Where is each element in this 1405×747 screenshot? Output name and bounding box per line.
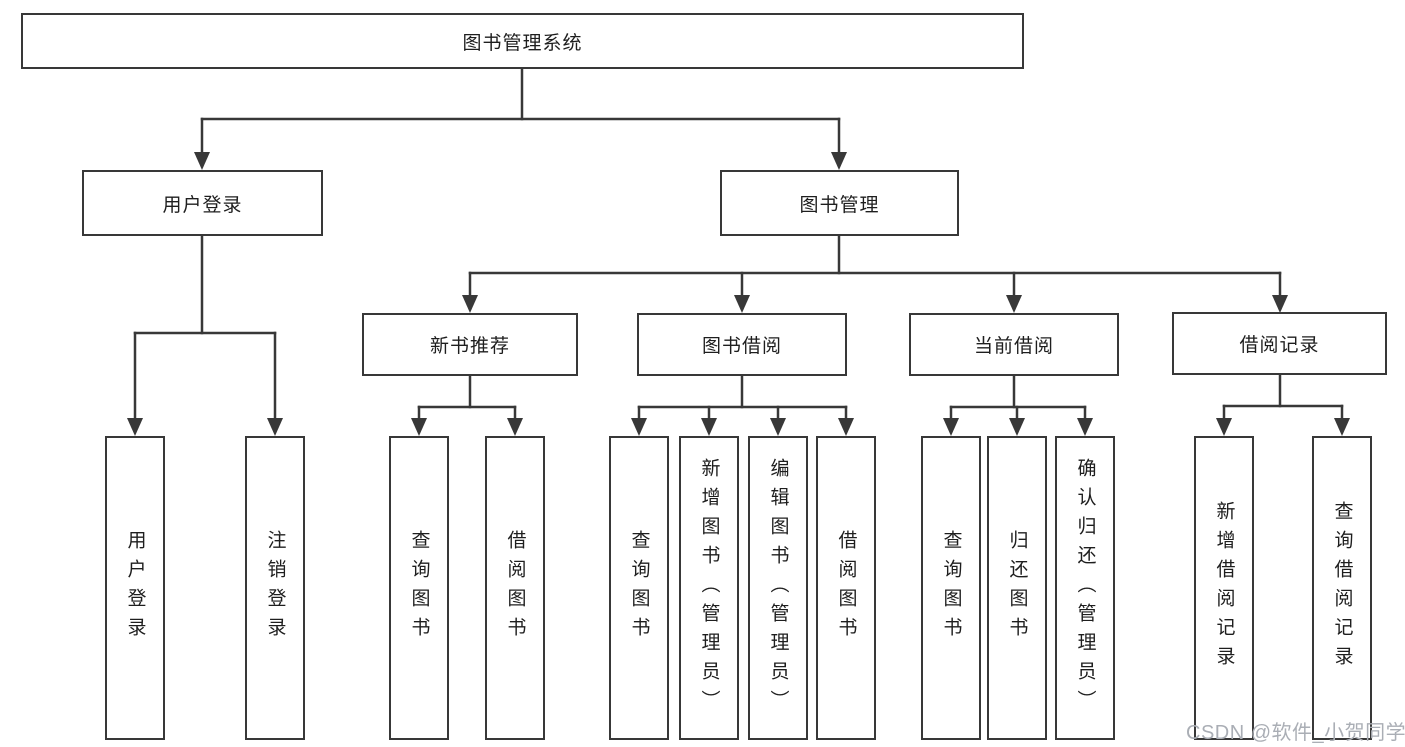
- node-label: 编辑图书（管理员）: [767, 457, 789, 719]
- node-label: 借阅图书: [504, 530, 526, 646]
- node-label: 确认归还（管理员）: [1074, 457, 1096, 719]
- connector-borrowing-records-children: [1216, 373, 1350, 436]
- node-current-borrowing: 当前借阅: [909, 313, 1119, 376]
- leaf-edit-books-admin: 编辑图书（管理员）: [748, 436, 808, 740]
- leaf-query-books-borrowing: 查询图书: [609, 436, 669, 740]
- node-user-login: 用户登录: [82, 170, 323, 236]
- node-label: 借阅图书: [835, 530, 857, 646]
- node-label: 查询图书: [408, 530, 430, 646]
- leaf-add-borrow-record: 新增借阅记录: [1194, 436, 1254, 740]
- node-label: 查询图书: [628, 530, 650, 646]
- node-label: 注销登录: [264, 530, 286, 646]
- node-label: 新增借阅记录: [1213, 501, 1235, 675]
- leaf-add-books-admin: 新增图书（管理员）: [679, 436, 739, 740]
- leaf-confirm-return-admin: 确认归还（管理员）: [1055, 436, 1115, 740]
- connector-book-borrowing-children: [631, 374, 854, 436]
- leaf-logout: 注销登录: [245, 436, 305, 740]
- node-book-borrowing: 图书借阅: [637, 313, 847, 376]
- connector-book-management-children: [462, 234, 1288, 313]
- node-borrowing-records: 借阅记录: [1172, 312, 1387, 375]
- node-library-management-system: 图书管理系统: [21, 13, 1024, 69]
- leaf-user-login: 用户登录: [105, 436, 165, 740]
- leaf-query-books-current: 查询图书: [921, 436, 981, 740]
- node-label: 归还图书: [1006, 530, 1028, 646]
- leaf-return-books: 归还图书: [987, 436, 1047, 740]
- connector-current-borrowing-children: [943, 374, 1093, 436]
- connector-new-book-recommendation-children: [411, 374, 523, 436]
- node-label: 查询图书: [940, 530, 962, 646]
- node-label: 新增图书（管理员）: [698, 457, 720, 719]
- node-label: 查询借阅记录: [1331, 501, 1353, 675]
- connector-root-to-level2: [194, 67, 847, 170]
- watermark: CSDN @软件_小贺同学: [1186, 722, 1405, 744]
- leaf-query-books-recommend: 查询图书: [389, 436, 449, 740]
- leaf-query-borrow-record: 查询借阅记录: [1312, 436, 1372, 740]
- node-label: 借阅记录: [1239, 335, 1320, 356]
- node-book-management: 图书管理: [720, 170, 959, 236]
- node-label: 图书借阅: [701, 336, 782, 357]
- connector-user-login-children: [127, 234, 283, 436]
- leaf-borrow-books-recommend: 借阅图书: [485, 436, 545, 740]
- node-label: 图书管理系统: [462, 32, 583, 54]
- node-label: 用户登录: [162, 194, 243, 216]
- node-label: 当前借阅: [973, 336, 1054, 357]
- node-label: 用户登录: [124, 530, 146, 646]
- node-label: 图书管理: [799, 194, 880, 216]
- node-label: 新书推荐: [429, 336, 510, 357]
- node-new-book-recommendation: 新书推荐: [362, 313, 578, 376]
- leaf-borrow-books: 借阅图书: [816, 436, 876, 740]
